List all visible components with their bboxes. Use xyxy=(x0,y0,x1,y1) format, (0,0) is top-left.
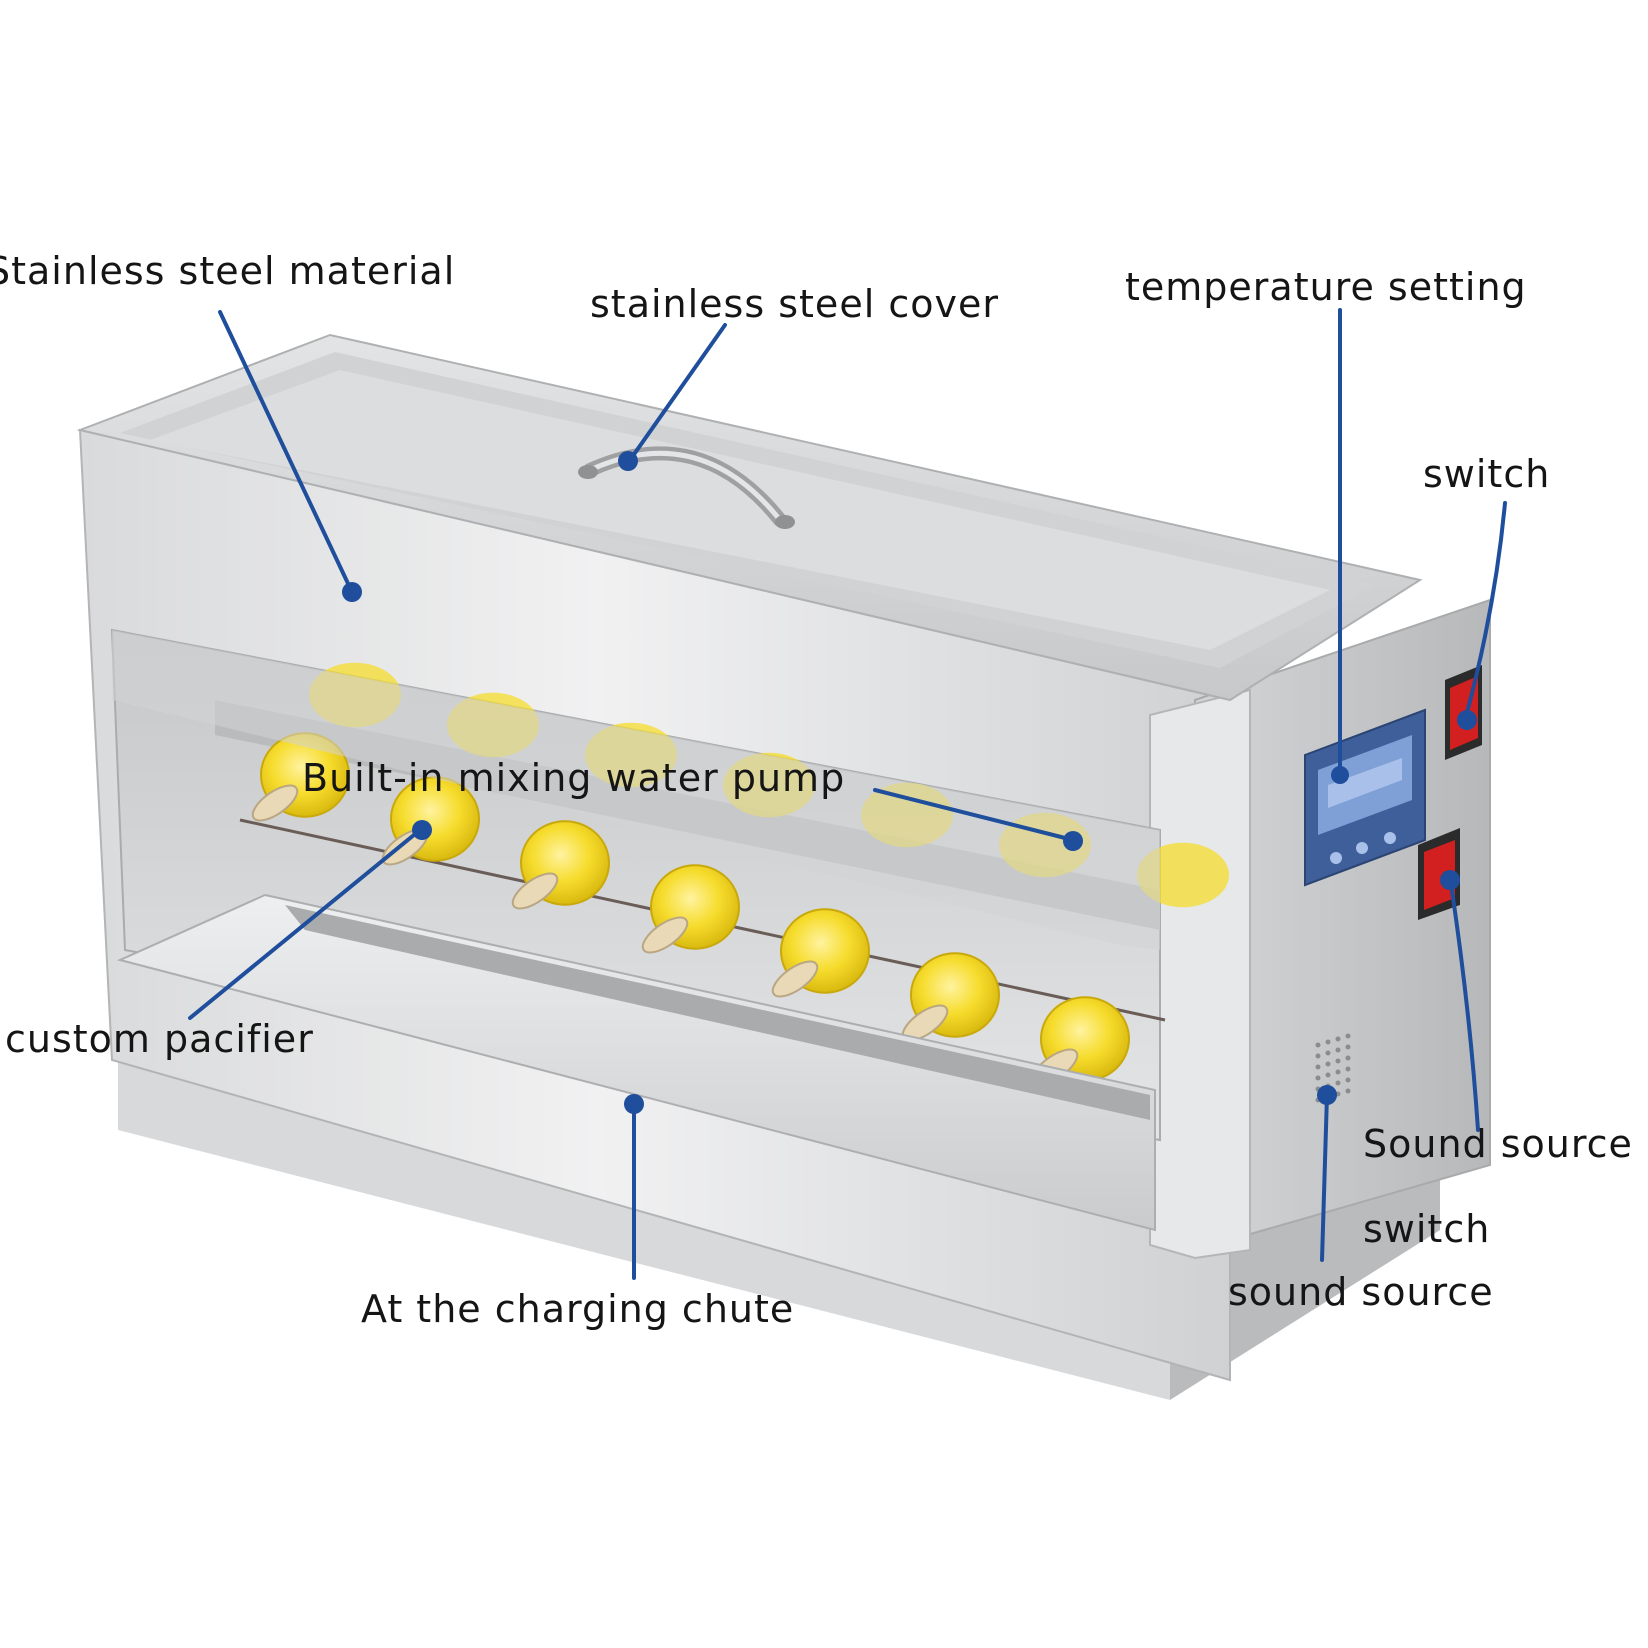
speaker-hole xyxy=(1345,1055,1351,1061)
speaker-hole xyxy=(1315,1075,1321,1081)
speaker-hole xyxy=(1345,1066,1351,1072)
speaker-hole xyxy=(1345,1033,1351,1039)
label-stainless-steel-material: Stainless steel material xyxy=(0,249,456,293)
leader-dots xyxy=(342,451,1477,1114)
leader-line-sound-upper xyxy=(1448,875,1480,1132)
speaker-hole xyxy=(1345,1088,1351,1094)
bottle-cap xyxy=(251,732,350,822)
lid-handle xyxy=(578,446,795,529)
speaker-hole xyxy=(1335,1080,1341,1086)
bottle-cap xyxy=(511,820,610,910)
label-built-in-pump: Built-in mixing water pump xyxy=(302,756,846,800)
label-stainless-steel-cover: stainless steel cover xyxy=(590,282,999,326)
label-switch-top: switch xyxy=(1423,452,1551,496)
speaker-hole xyxy=(1325,1072,1331,1078)
rocker-switch-bottom xyxy=(1418,828,1460,920)
leader-line-pacifier xyxy=(188,828,422,1020)
bottle-cap xyxy=(901,952,1000,1042)
label-temperature-setting: temperature setting xyxy=(1125,265,1527,309)
speaker-hole xyxy=(1335,1058,1341,1064)
leader-line-switch-top xyxy=(1463,501,1507,722)
bottle-cap xyxy=(1031,996,1130,1086)
dot-stainless-material xyxy=(342,582,362,602)
dot-temperature xyxy=(1331,766,1349,784)
speaker-hole xyxy=(1345,1044,1351,1050)
dot-switch-top xyxy=(1457,710,1477,730)
leader-line-steel-cover xyxy=(628,323,727,462)
charging-chute-tray xyxy=(116,893,1156,1232)
speaker-hole xyxy=(1325,1050,1331,1056)
temperature-controller xyxy=(1304,708,1426,887)
label-sound-source-upper: Sound source xyxy=(1363,1122,1633,1166)
speaker-hole xyxy=(1315,1064,1321,1070)
leader-lines xyxy=(188,308,1507,1280)
speaker-grille xyxy=(1315,1033,1351,1103)
label-charging-chute: At the charging chute xyxy=(361,1287,795,1331)
dot-sound-upper xyxy=(1440,870,1460,890)
dot-pump xyxy=(1063,831,1083,851)
front-cover-panel xyxy=(112,630,1160,950)
leader-line-sound-lower xyxy=(1320,1093,1329,1262)
dot-pacifier xyxy=(412,820,432,840)
speaker-hole xyxy=(1335,1069,1341,1075)
speaker-hole xyxy=(1335,1047,1341,1053)
bottle-cap xyxy=(771,908,870,998)
dot-steel-cover xyxy=(618,451,638,471)
dot-sound-lower xyxy=(1317,1085,1337,1105)
speaker-hole xyxy=(1325,1061,1331,1067)
speaker-hole xyxy=(1345,1077,1351,1083)
label-sound-source-lower: sound source xyxy=(1228,1270,1494,1314)
label-switch-bottom: switch xyxy=(1363,1207,1491,1251)
dot-chute xyxy=(624,1094,644,1114)
bottle-cap xyxy=(641,864,740,954)
leader-line-pump xyxy=(873,788,1075,842)
stainless-steel-lid xyxy=(76,333,1423,702)
speaker-hole xyxy=(1315,1053,1321,1059)
bottle-cap xyxy=(381,776,480,866)
speaker-hole xyxy=(1325,1039,1331,1045)
label-custom-pacifier: custom pacifier xyxy=(5,1017,314,1061)
speaker-hole xyxy=(1335,1036,1341,1042)
speaker-hole xyxy=(1315,1042,1321,1048)
leader-line-stainless-material xyxy=(218,310,354,594)
